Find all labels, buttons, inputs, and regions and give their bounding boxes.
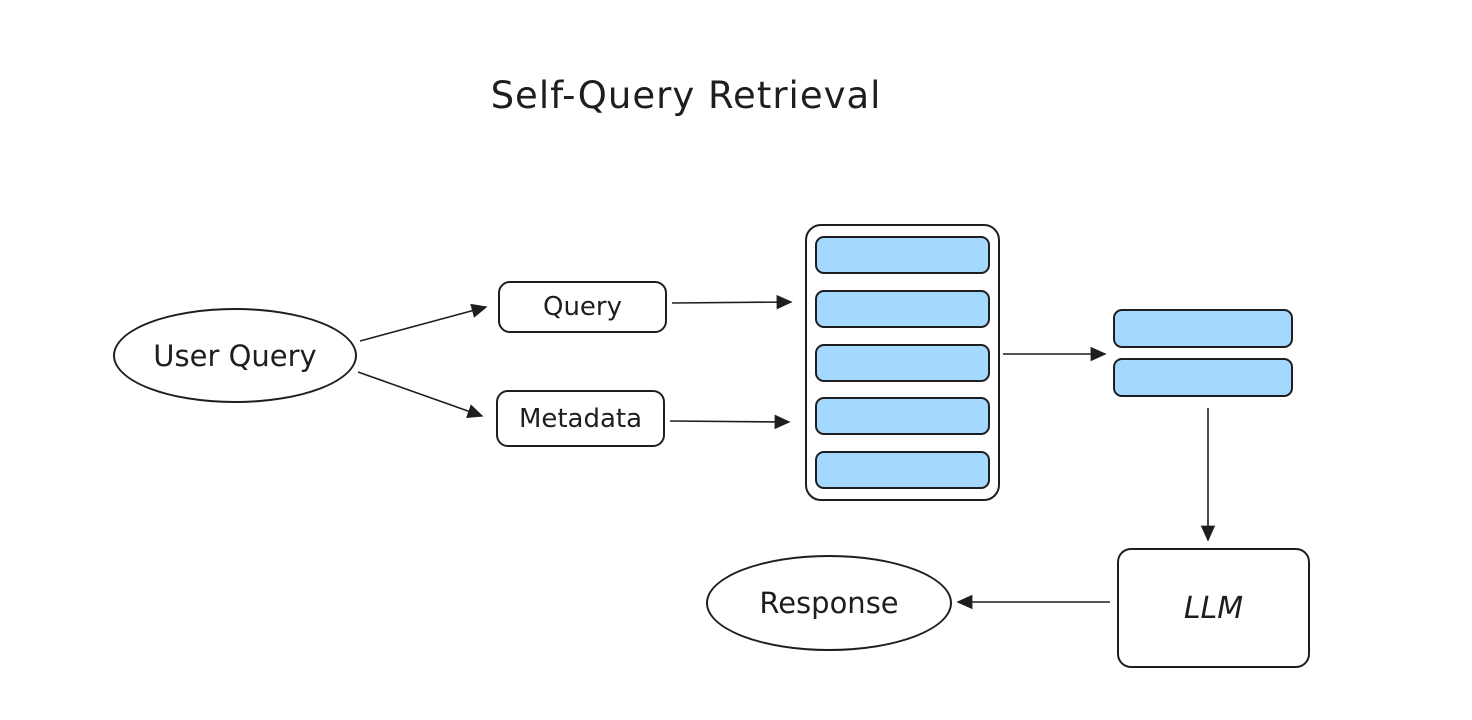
llm-label: LLM	[1183, 590, 1244, 626]
vector-store-document-row	[815, 451, 990, 489]
arrow-user-query-to-metadata	[357, 371, 484, 418]
query-label: Query	[542, 292, 622, 322]
response-node: Response	[706, 555, 952, 651]
metadata-node: Metadata	[496, 390, 665, 447]
user-query-label: User Query	[153, 338, 317, 373]
response-label: Response	[759, 586, 899, 620]
metadata-label: Metadata	[518, 403, 643, 434]
arrow-query-to-vector-store	[671, 294, 793, 310]
vector-store-document-row	[815, 236, 990, 274]
retrieved-docs	[1113, 309, 1293, 397]
arrow-metadata-to-vector-store	[669, 414, 791, 430]
arrow-user-query-to-query	[359, 303, 488, 342]
vector-store-document-row	[815, 343, 990, 382]
retrieved-doc-row	[1113, 309, 1293, 348]
vector-store-document-row	[815, 289, 990, 328]
retrieved-doc-row	[1113, 358, 1293, 397]
vector-store-document-row	[815, 397, 990, 436]
diagram-title: Self-Query Retrieval	[490, 74, 882, 117]
vector-store	[805, 224, 1000, 501]
llm-node: LLM	[1117, 548, 1310, 668]
user-query-node: User Query	[113, 308, 357, 403]
query-node: Query	[498, 281, 667, 333]
